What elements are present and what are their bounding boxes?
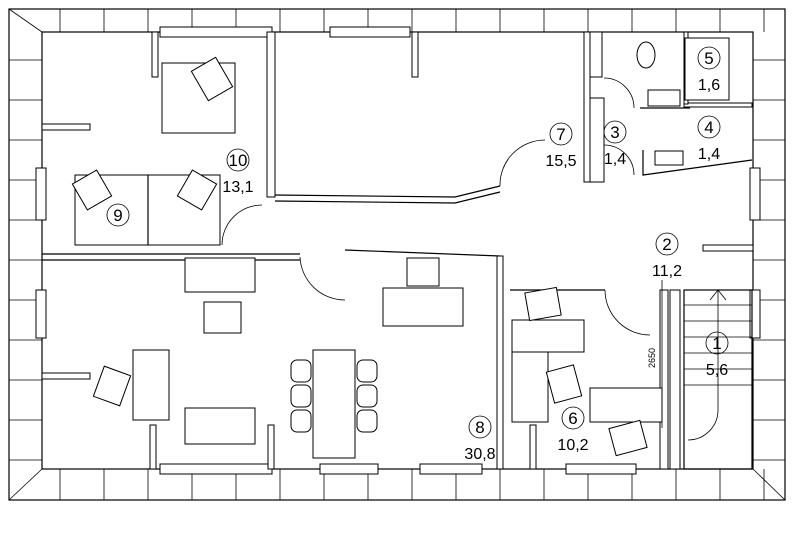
room-labels: 15,6211,231,441,451,6610,2715,5830,89101… (106, 46, 729, 463)
desk (511, 319, 585, 353)
office-chair (92, 365, 132, 407)
office-chair (71, 169, 113, 211)
office-chair (545, 364, 583, 404)
toilet (636, 41, 656, 69)
furniture (71, 37, 730, 459)
room-label: 51,6 (697, 46, 721, 94)
sofa (184, 407, 256, 445)
office-chair (524, 286, 562, 322)
room-area: 1,6 (698, 77, 720, 94)
room-label: 10 13,1 (222, 148, 254, 196)
office-chair (176, 169, 218, 211)
room-number: 7 (556, 125, 565, 144)
room-label: 31,4 (603, 120, 627, 168)
chair (290, 384, 312, 408)
room-number: 3 (610, 123, 619, 142)
room-area: 1,4 (604, 151, 626, 168)
room-number: 8 (475, 418, 484, 437)
meeting-table (312, 349, 356, 459)
room-area: 1,4 (698, 146, 720, 163)
sink (654, 150, 684, 166)
chair (356, 384, 378, 408)
office-chair (406, 257, 440, 287)
desk (589, 387, 663, 423)
staircase (683, 289, 753, 470)
room-number: 5 (704, 49, 713, 68)
room-label: 41,4 (697, 115, 721, 163)
room-label: 211,2 (652, 232, 682, 280)
room-label: 715,5 (545, 122, 577, 170)
room-area: 30,8 (464, 446, 495, 463)
room-area: 11,2 (652, 263, 682, 280)
doors (221, 77, 651, 336)
room-number: 6 (568, 409, 577, 428)
room-label: 9 (106, 203, 130, 227)
room-number-circle (705, 331, 729, 355)
room-number: 4 (704, 118, 713, 137)
office-chair (190, 56, 234, 102)
room-number-circle (697, 46, 721, 70)
chair (290, 409, 312, 433)
room-number-circle (549, 122, 573, 146)
desk (511, 351, 549, 423)
room-area: 13,1 (222, 179, 253, 196)
room-number-circle (655, 232, 679, 256)
room-number: 10 (229, 151, 248, 170)
room-area: 5,6 (706, 362, 728, 379)
desk (382, 287, 464, 327)
coffee-table (203, 301, 242, 334)
room-area: 10,2 (557, 437, 588, 454)
sofa (184, 257, 256, 293)
sink (647, 89, 681, 107)
room-number: 1 (712, 334, 721, 353)
dimension-label: 2650 (647, 348, 657, 368)
room-number: 2 (662, 235, 671, 254)
chair (356, 409, 378, 433)
room-number-circle (561, 406, 585, 430)
dimension-line: 2650 (647, 280, 663, 428)
room-number-circle (603, 120, 627, 144)
windows (35, 26, 761, 475)
desk (132, 349, 170, 421)
room-number-circle (226, 148, 250, 172)
room-number-circle (106, 203, 130, 227)
chair (290, 359, 312, 383)
room-label: 15,6 (705, 331, 729, 379)
office-chair (608, 419, 648, 457)
room-number: 9 (113, 206, 122, 225)
room-label: 610,2 (557, 406, 589, 454)
room-number-circle (697, 115, 721, 139)
chair (356, 359, 378, 383)
room-label: 830,8 (464, 415, 496, 463)
room-number-circle (468, 415, 492, 439)
room-area: 15,5 (545, 153, 576, 170)
